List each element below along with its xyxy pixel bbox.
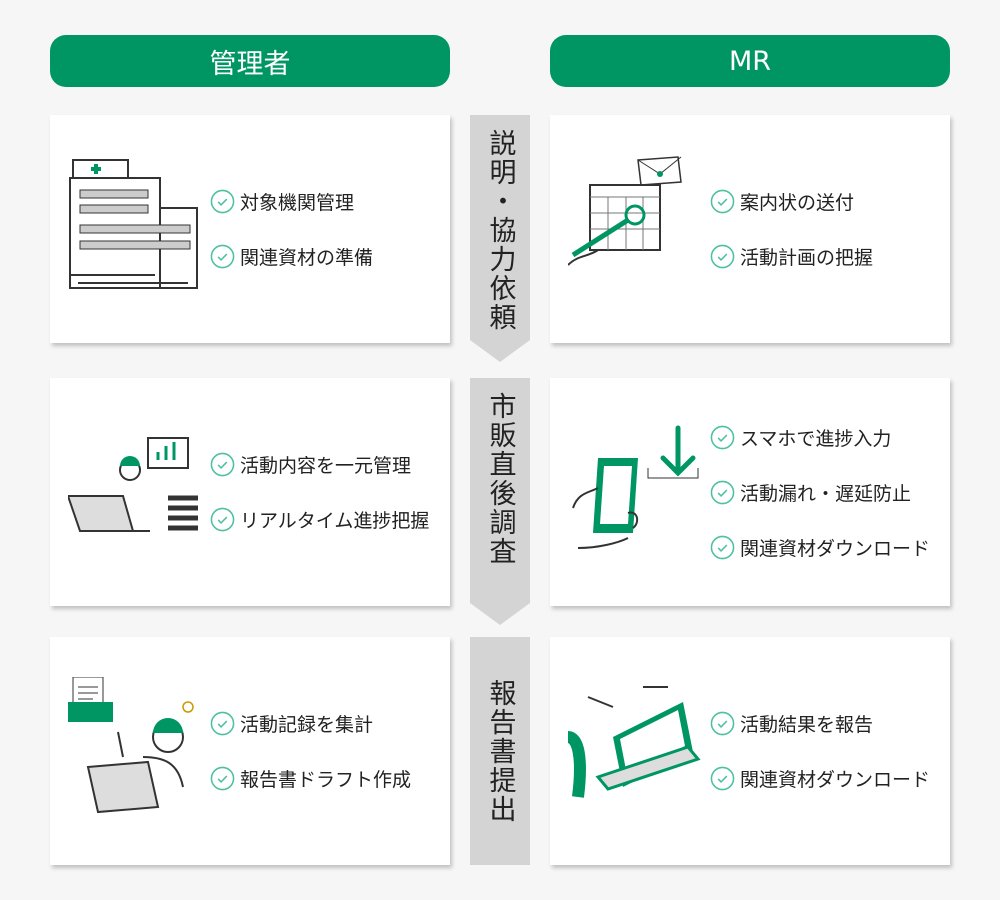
list-item: 活動記録を集計 bbox=[210, 711, 411, 737]
feature-list: 対象機関管理関連資材の準備 bbox=[210, 115, 373, 343]
item-label: 関連資材ダウンロード bbox=[740, 769, 931, 791]
list-item: 関連資材の準備 bbox=[210, 244, 373, 270]
list-item: 対象機関管理 bbox=[210, 189, 373, 215]
item-label: 関連資材ダウンロード bbox=[740, 537, 931, 560]
item-label: 対象機関管理 bbox=[240, 192, 355, 214]
admin-card: 活動記録を集計報告書ドラフト作成 bbox=[50, 637, 450, 865]
check-circle-icon bbox=[210, 189, 235, 214]
admin-card: 対象機関管理関連資材の準備 bbox=[50, 115, 450, 343]
admin-header: 管理者 bbox=[50, 35, 450, 87]
smartphone-download-icon bbox=[572, 425, 699, 549]
feature-list: 活動結果を報告関連資材ダウンロード bbox=[710, 637, 930, 865]
phase-label: 市販直後調査 bbox=[484, 392, 516, 566]
check-circle-icon bbox=[710, 766, 735, 791]
list-item: 関連資材ダウンロード bbox=[710, 766, 930, 792]
check-circle-icon bbox=[710, 189, 735, 214]
feature-list: 案内状の送付活動計画の把握 bbox=[710, 115, 873, 343]
person-laptop-icon bbox=[68, 437, 198, 532]
check-circle-icon bbox=[710, 711, 735, 736]
item-label: 活動結果を報告 bbox=[740, 714, 874, 736]
list-item: スマホで進捗入力 bbox=[710, 424, 930, 450]
hospital-icon bbox=[69, 159, 198, 289]
feature-list: 活動内容を一元管理リアルタイム進捗把握 bbox=[210, 378, 429, 606]
person-presenting-laptop-icon bbox=[568, 686, 701, 798]
check-circle-icon bbox=[710, 244, 735, 269]
check-circle-icon bbox=[210, 452, 235, 477]
check-circle-icon bbox=[210, 766, 235, 791]
list-item: 活動漏れ・遅延防止 bbox=[710, 479, 930, 505]
list-item: 関連資材ダウンロード bbox=[710, 534, 930, 560]
calendar-invitation-icon bbox=[568, 156, 682, 266]
check-circle-icon bbox=[710, 535, 735, 560]
phase-label: 説明・協力依頼 bbox=[484, 129, 516, 332]
list-item: 報告書ドラフト作成 bbox=[210, 766, 411, 792]
list-item: 活動計画の把握 bbox=[710, 244, 873, 270]
check-circle-icon bbox=[710, 425, 735, 450]
phase-label: 報告書提出 bbox=[484, 679, 516, 824]
phase-arrow-2: 市販直後調査 bbox=[470, 378, 530, 625]
feature-list: 活動記録を集計報告書ドラフト作成 bbox=[210, 637, 411, 865]
item-label: スマホで進捗入力 bbox=[740, 427, 892, 450]
list-item: リアルタイム進捗把握 bbox=[210, 507, 429, 533]
check-circle-icon bbox=[210, 244, 235, 269]
item-label: 関連資材の準備 bbox=[240, 247, 374, 269]
item-label: リアルタイム進捗把握 bbox=[240, 510, 430, 532]
mr-card: スマホで進捗入力活動漏れ・遅延防止関連資材ダウンロード bbox=[550, 378, 950, 606]
item-label: 案内状の送付 bbox=[740, 192, 855, 214]
item-label: 活動内容を一元管理 bbox=[240, 455, 412, 477]
item-label: 活動計画の把握 bbox=[740, 247, 874, 269]
mr-card: 活動結果を報告関連資材ダウンロード bbox=[550, 637, 950, 865]
list-item: 活動内容を一元管理 bbox=[210, 452, 429, 478]
check-circle-icon bbox=[210, 711, 235, 736]
item-label: 報告書ドラフト作成 bbox=[240, 769, 412, 791]
list-item: 活動結果を報告 bbox=[710, 711, 930, 737]
mr-card: 案内状の送付活動計画の把握 bbox=[550, 115, 950, 343]
phase-arrow-1: 説明・協力依頼 bbox=[470, 115, 530, 362]
check-circle-icon bbox=[210, 507, 235, 532]
item-label: 活動漏れ・遅延防止 bbox=[740, 482, 912, 505]
item-label: 活動記録を集計 bbox=[240, 714, 374, 736]
person-report-icon bbox=[68, 677, 194, 814]
check-circle-icon bbox=[710, 480, 735, 505]
admin-card: 活動内容を一元管理リアルタイム進捗把握 bbox=[50, 378, 450, 606]
phase-box-3: 報告書提出 bbox=[470, 637, 530, 865]
feature-list: スマホで進捗入力活動漏れ・遅延防止関連資材ダウンロード bbox=[710, 378, 930, 606]
mr-header: MR bbox=[550, 35, 950, 87]
list-item: 案内状の送付 bbox=[710, 189, 873, 215]
